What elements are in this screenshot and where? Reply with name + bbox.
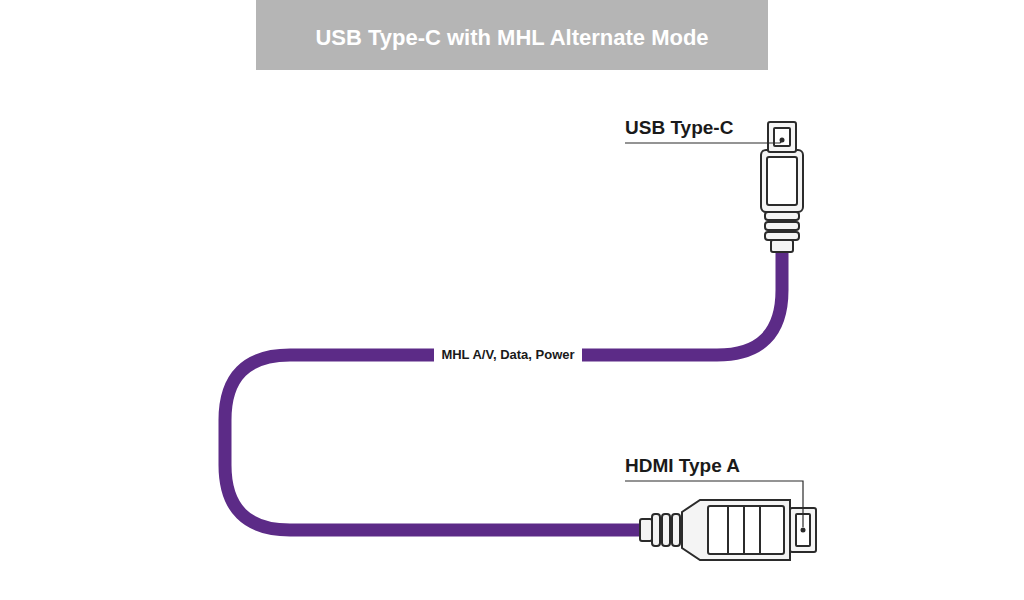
leader-line [625,141,782,143]
cable [225,248,782,530]
leader-line [625,481,803,527]
part-label: USB Type-C [625,117,733,139]
part-label: HDMI Type A [625,455,740,477]
title-text: USB Type-C with MHL Alternate Mode [256,0,768,70]
cable-label: MHL A/V, Data, Power [434,347,581,364]
hdmi-connector [640,500,816,560]
